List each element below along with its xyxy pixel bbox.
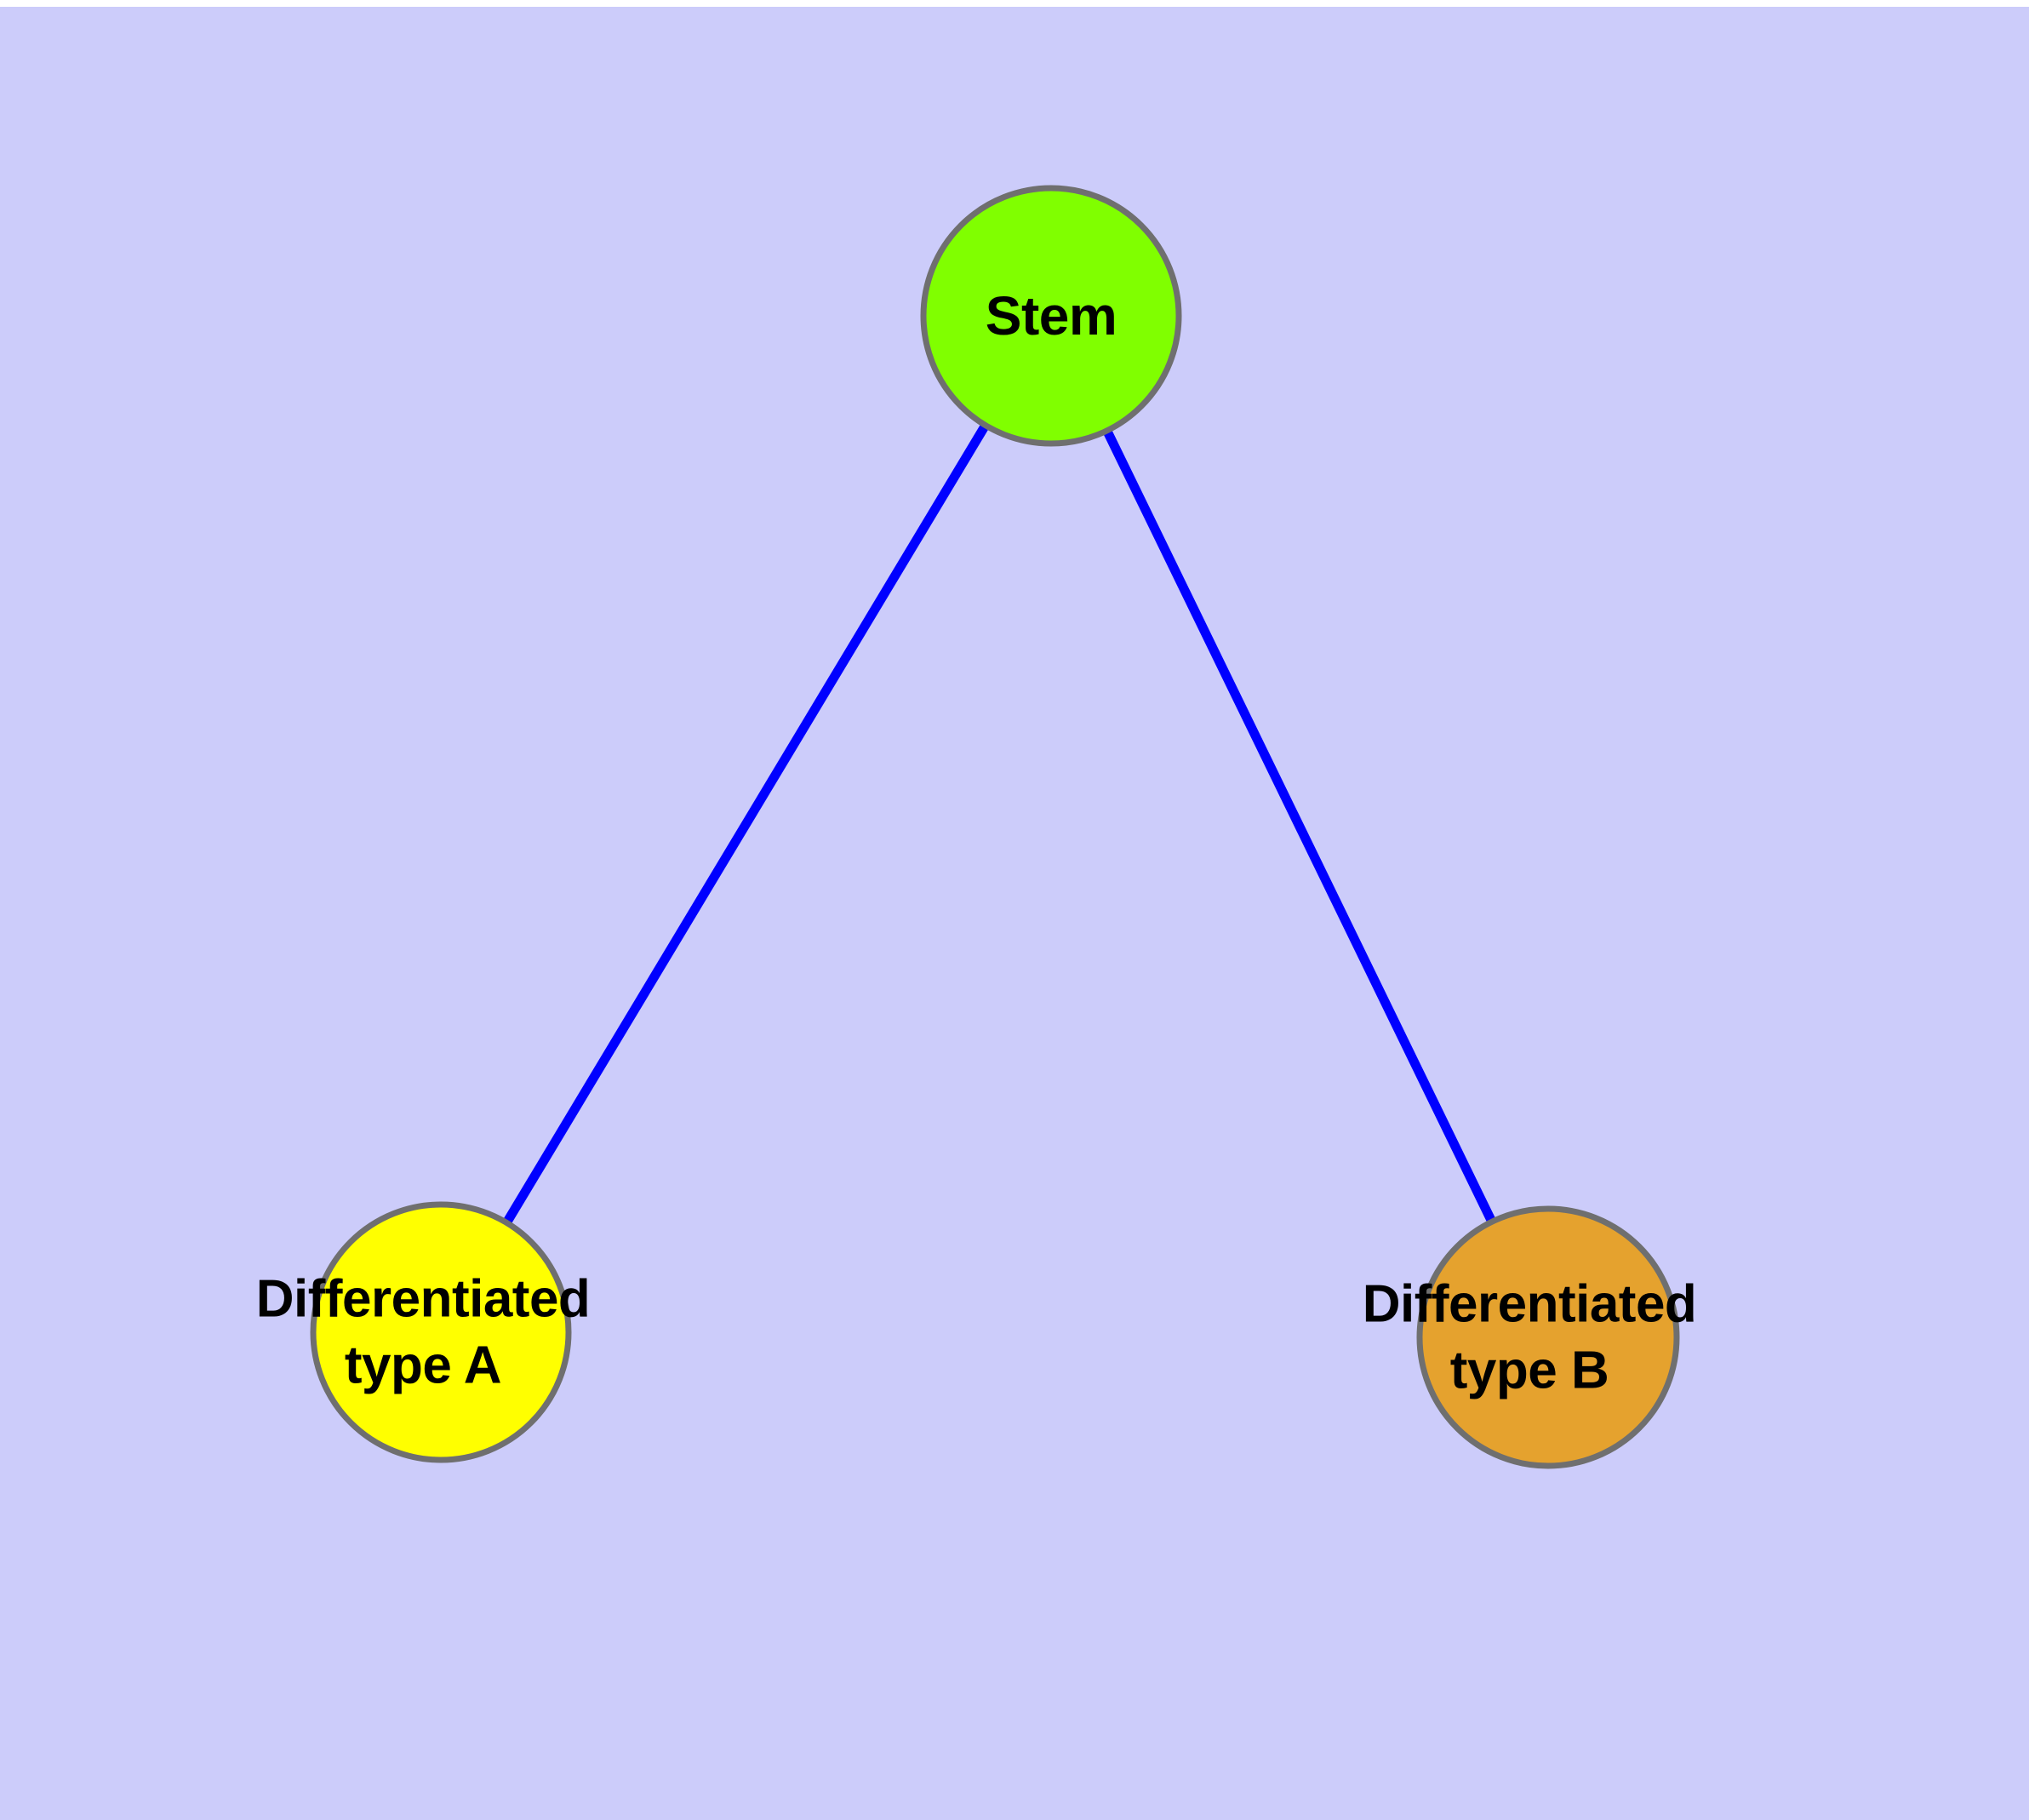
graph-edge-stem-diff_a[interactable]: [503, 424, 989, 1224]
nodes-layer: [310, 185, 1680, 1469]
graph-node-stem[interactable]: [920, 185, 1182, 447]
graph-svg: [310, 185, 1680, 1469]
graph-node-diff_a[interactable]: [310, 1201, 572, 1463]
edges-layer: [503, 424, 1495, 1224]
graph-edge-stem-diff_b[interactable]: [1103, 430, 1495, 1222]
graph-node-diff_b[interactable]: [1416, 1205, 1680, 1469]
